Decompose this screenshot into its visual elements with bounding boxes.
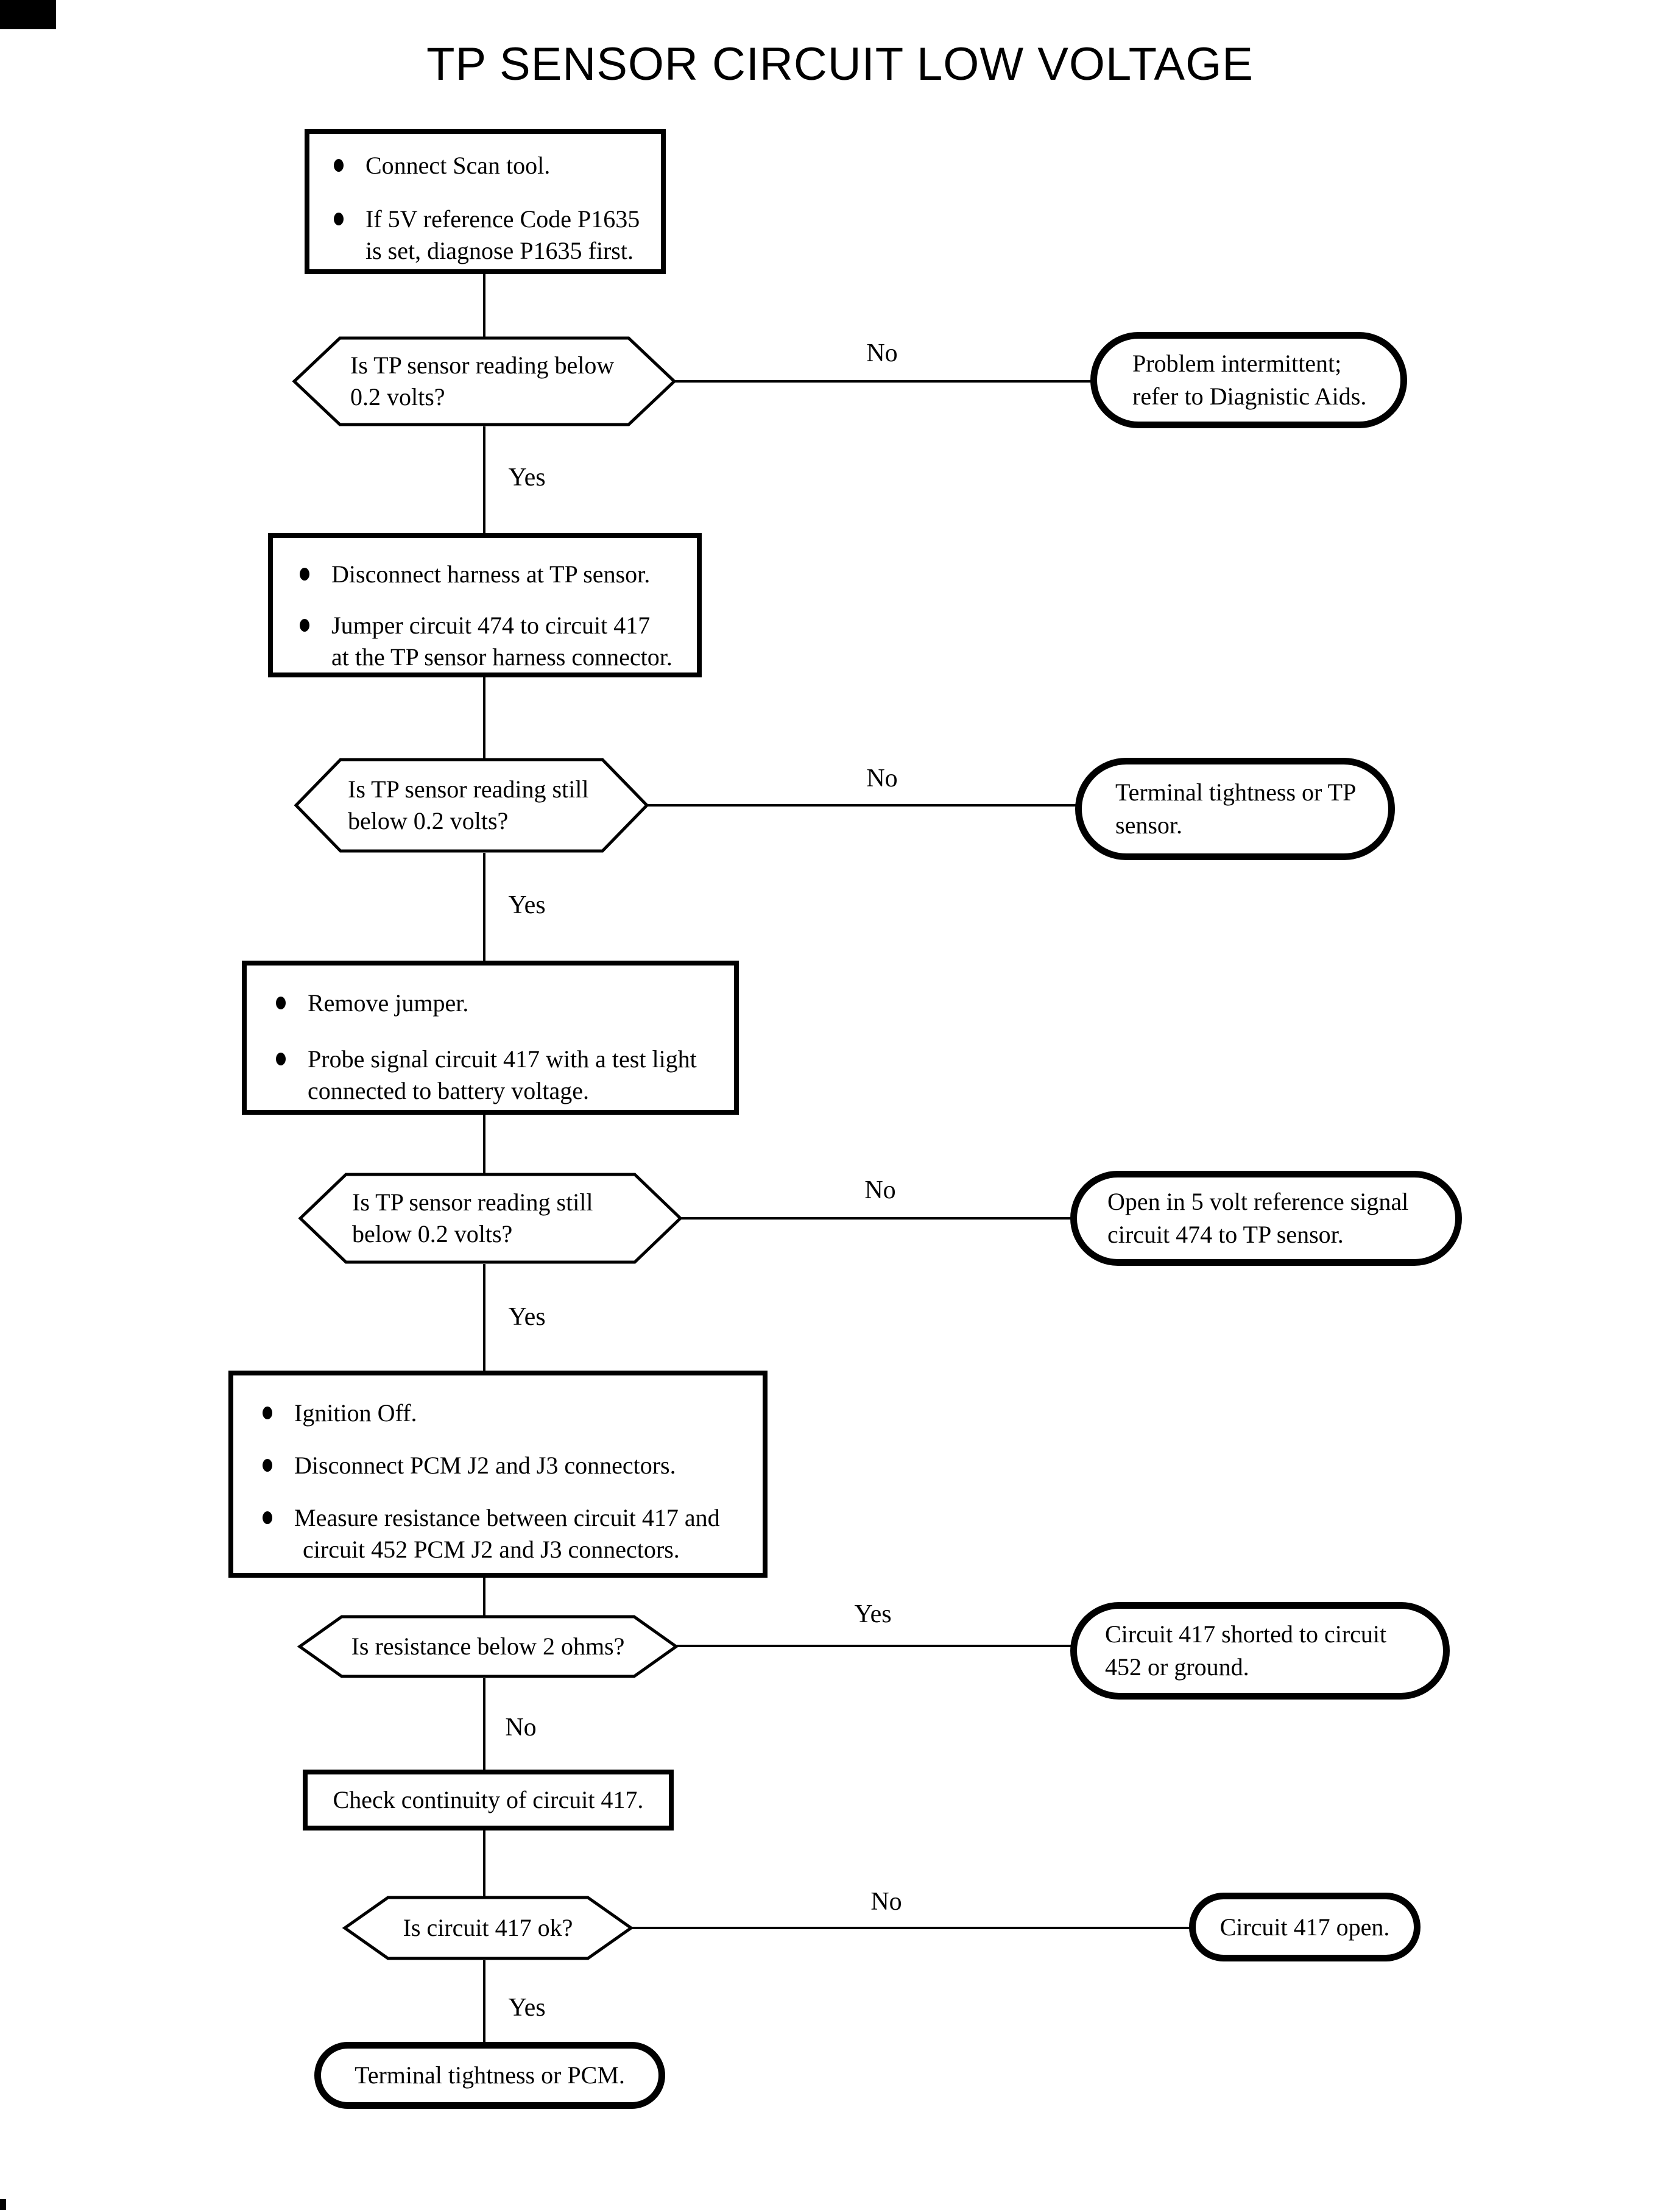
step-text: Connect Scan tool. (365, 152, 551, 179)
step-text: Ignition Off. (294, 1399, 417, 1427)
terminal-text: Open in 5 volt reference signal (1107, 1188, 1409, 1215)
edge-label-yes-4: Yes (854, 1600, 892, 1628)
step-text: Disconnect harness at TP sensor. (331, 560, 651, 588)
connector-line (646, 804, 1076, 807)
decision-text: 0.2 volts? (350, 383, 445, 411)
step-text: Jumper circuit 474 to circuit 417 (331, 612, 651, 639)
bullet-icon (300, 568, 309, 581)
edge-label-yes-3: Yes (508, 1303, 546, 1331)
step-text: circuit 452 PCM J2 and J3 connectors. (303, 1536, 680, 1563)
connector-line (483, 1678, 485, 1771)
decision-hex-d1: Is TP sensor reading below 0.2 volts? (292, 336, 677, 426)
bullet-icon (263, 1511, 272, 1524)
edge-label-no-4: No (505, 1714, 537, 1742)
terminal-text: sensor. (1115, 811, 1182, 839)
connector-line (679, 1217, 1071, 1220)
terminal-circuit-open: Circuit 417 open. (1189, 1893, 1421, 1961)
process-box-step1: Connect Scan tool. If 5V reference Code … (305, 129, 666, 274)
decision-text: below 0.2 volts? (348, 807, 509, 835)
decision-text: Is TP sensor reading still (352, 1188, 593, 1216)
decision-hex-d3: Is TP sensor reading still below 0.2 vol… (298, 1173, 683, 1264)
bullet-icon (276, 997, 286, 1009)
terminal-tightness-tp-sensor: Terminal tightness or TP sensor. (1075, 758, 1395, 860)
edge-label-yes-1: Yes (508, 464, 546, 492)
terminal-circuit-shorted: Circuit 417 shorted to circuit 452 or gr… (1070, 1602, 1450, 1700)
step-text: If 5V reference Code P1635 (365, 205, 640, 233)
hexagon-shape (342, 1896, 634, 1960)
terminal-text: Circuit 417 shorted to circuit (1105, 1620, 1387, 1648)
connector-line (483, 426, 485, 534)
process-box-step5: Check continuity of circuit 417. (303, 1770, 674, 1830)
bullet-icon (263, 1407, 272, 1419)
edge-label-no-1: No (866, 339, 898, 367)
terminal-problem-intermittent: Problem intermittent; refer to Diagnisti… (1090, 332, 1407, 428)
process-box-step2: Disconnect harness at TP sensor. Jumper … (268, 533, 702, 677)
decision-text: Is circuit 417 ok? (403, 1914, 573, 1941)
terminal-text: Circuit 417 open. (1219, 1913, 1390, 1941)
terminal-open-reference-circuit: Open in 5 volt reference signal circuit … (1070, 1171, 1462, 1266)
connector-line (630, 1927, 1190, 1929)
hexagon-shape (297, 1615, 679, 1678)
step-text: Probe signal circuit 417 with a test lig… (308, 1045, 697, 1073)
terminal-text: Terminal tightness or TP (1115, 778, 1357, 806)
connector-line (483, 1830, 485, 1897)
step-text: at the TP sensor harness connector. (331, 643, 672, 671)
step-text: Measure resistance between circuit 417 a… (294, 1504, 720, 1531)
terminal-tightness-pcm: Terminal tightness or PCM. (314, 2042, 665, 2109)
connector-line (675, 1645, 1071, 1647)
process-box-step3: Remove jumper. Probe signal circuit 417 … (242, 961, 739, 1115)
bullet-icon (334, 159, 344, 172)
terminal-text: Problem intermittent; (1132, 350, 1342, 377)
edge-label-no-3: No (864, 1176, 896, 1204)
connector-line (483, 274, 485, 337)
step-text: Disconnect PCM J2 and J3 connectors. (294, 1452, 676, 1479)
bullet-icon (276, 1053, 286, 1065)
step-text: connected to battery voltage. (308, 1077, 590, 1104)
connector-line (483, 677, 485, 759)
scan-artifact-bottom-left (0, 2199, 6, 2210)
hexagon-shape (292, 336, 677, 426)
connector-line (483, 1115, 485, 1174)
edge-label-yes-2: Yes (508, 891, 546, 919)
decision-text: Is TP sensor reading below (350, 351, 615, 379)
page-title: TP SENSOR CIRCUIT LOW VOLTAGE (426, 38, 1254, 90)
hexagon-shape (294, 758, 649, 853)
decision-text: Is TP sensor reading still (348, 775, 589, 803)
bullet-icon (334, 213, 344, 225)
decision-text: below 0.2 volts? (352, 1220, 513, 1248)
decision-hex-d5: Is circuit 417 ok? (342, 1896, 634, 1960)
connector-line (673, 380, 1092, 383)
terminal-text: refer to Diagnistic Aids. (1132, 383, 1367, 410)
edge-label-no-5: No (870, 1888, 902, 1916)
connector-line (483, 1960, 485, 2043)
edge-label-no-2: No (866, 764, 898, 793)
connector-line (483, 1264, 485, 1372)
decision-hex-d4: Is resistance below 2 ohms? (297, 1615, 679, 1678)
bullet-icon (300, 619, 309, 632)
step-text: Remove jumper. (308, 989, 469, 1017)
process-box-step4: Ignition Off. Disconnect PCM J2 and J3 c… (228, 1371, 768, 1578)
decision-text: Is resistance below 2 ohms? (351, 1633, 625, 1660)
step-text: is set, diagnose P1635 first. (365, 237, 634, 264)
scan-artifact-top-left (0, 0, 56, 29)
decision-hex-d2: Is TP sensor reading still below 0.2 vol… (294, 758, 649, 853)
step-text: Check continuity of circuit 417. (333, 1786, 644, 1813)
connector-line (483, 853, 485, 962)
connector-line (483, 1578, 485, 1616)
terminal-text: Terminal tightness or PCM. (355, 2061, 625, 2089)
edge-label-yes-5: Yes (508, 1994, 546, 2022)
hexagon-shape (298, 1173, 683, 1264)
terminal-text: 452 or ground. (1105, 1653, 1249, 1681)
bullet-icon (263, 1459, 272, 1472)
terminal-text: circuit 474 to TP sensor. (1107, 1221, 1344, 1248)
